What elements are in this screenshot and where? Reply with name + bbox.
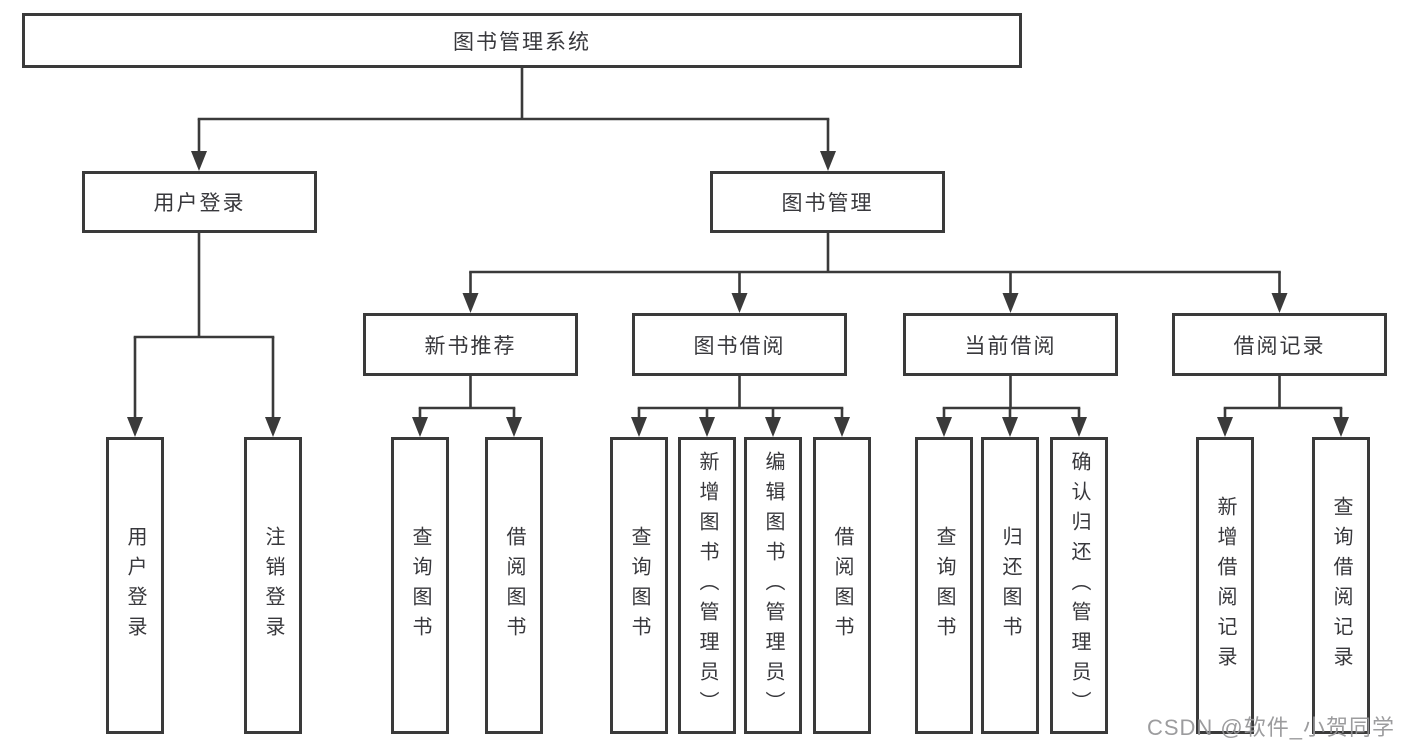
leaf-borrow-query-books-label: 查询图书 (628, 525, 650, 646)
leaf-borrow-books: 借阅图书 (813, 437, 871, 734)
csdn-watermark: CSDN @软件_小贺同学 (1146, 715, 1395, 740)
node-borrow-records: 借阅记录 (1172, 313, 1387, 376)
node-new-book-recommend: 新书推荐 (363, 313, 578, 376)
node-user-login-label: 用户登录 (153, 192, 246, 215)
leaf-confirm-return-admin-label: 确认归还（管理员） (1068, 450, 1090, 721)
node-current-borrow-label: 当前借阅 (964, 334, 1057, 358)
leaf-add-borrow-record-label: 新增借阅记录 (1214, 495, 1236, 676)
leaf-edit-book-admin-label: 编辑图书（管理员） (762, 450, 784, 721)
leaf-user-login-label: 用户登录 (124, 525, 146, 646)
leaf-query-borrow-record-label: 查询借阅记录 (1330, 495, 1352, 676)
leaf-logout-label: 注销登录 (262, 525, 284, 646)
leaf-add-book-admin: 新增图书（管理员） (678, 437, 736, 734)
leaf-add-book-admin-label: 新增图书（管理员） (696, 450, 718, 721)
leaf-logout: 注销登录 (244, 437, 302, 734)
node-current-borrow: 当前借阅 (903, 313, 1118, 376)
leaf-return-book: 归还图书 (981, 437, 1039, 734)
leaf-recommend-query-books-label: 查询图书 (409, 525, 431, 646)
node-book-management-label: 图书管理 (781, 192, 874, 215)
leaf-return-book-label: 归还图书 (999, 525, 1021, 646)
leaf-recommend-borrow-books-label: 借阅图书 (503, 525, 525, 646)
leaf-current-query-books-label: 查询图书 (933, 525, 955, 646)
leaf-borrow-query-books: 查询图书 (610, 437, 668, 734)
leaf-add-borrow-record: 新增借阅记录 (1196, 437, 1254, 734)
leaf-recommend-query-books: 查询图书 (391, 437, 449, 734)
node-borrow-records-label: 借阅记录 (1233, 334, 1326, 358)
leaf-borrow-books-label: 借阅图书 (831, 525, 853, 646)
leaf-user-login: 用户登录 (106, 437, 164, 734)
node-root-library-system: 图书管理系统 (22, 13, 1022, 68)
node-book-management: 图书管理 (710, 171, 945, 233)
node-root-label: 图书管理系统 (453, 30, 591, 54)
leaf-confirm-return-admin: 确认归还（管理员） (1050, 437, 1108, 734)
node-book-borrow-label: 图书借阅 (693, 334, 786, 358)
node-book-borrow: 图书借阅 (632, 313, 847, 376)
leaf-edit-book-admin: 编辑图书（管理员） (744, 437, 802, 734)
node-user-login: 用户登录 (82, 171, 317, 233)
node-new-book-recommend-label: 新书推荐 (424, 334, 517, 358)
leaf-recommend-borrow-books: 借阅图书 (485, 437, 543, 734)
leaf-current-query-books: 查询图书 (915, 437, 973, 734)
leaf-query-borrow-record: 查询借阅记录 (1312, 437, 1370, 734)
